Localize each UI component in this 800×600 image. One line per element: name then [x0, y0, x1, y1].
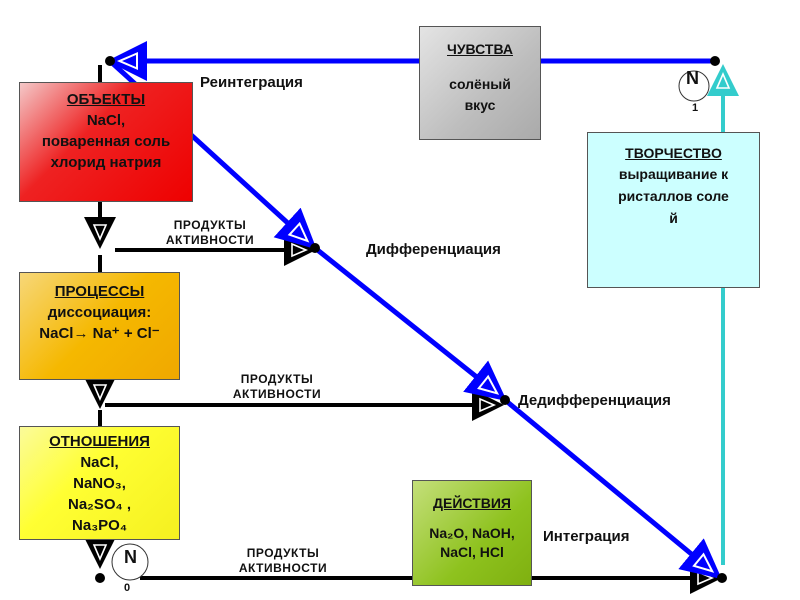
actions-box: ДЕЙСТВИЯ Na₂O, NaOH, NaCl, HCl — [412, 480, 532, 586]
n1-letter: N — [686, 68, 699, 88]
relations-line: Na₂SO₄ , — [68, 496, 131, 513]
node-dot — [717, 573, 727, 583]
creativity-title: ТВОРЧЕСТВО — [625, 145, 722, 161]
actions-title: ДЕЙСТВИЯ — [433, 495, 511, 511]
processes-box: ПРОЦЕССЫ диссоциация: NaCl→ Na⁺ + Cl⁻ — [19, 272, 180, 380]
objects-box: ОБЪЕКТЫ NaCl, поваренная соль хлорид нат… — [19, 82, 193, 202]
n0-letter: N — [124, 547, 137, 567]
creativity-box: ТВОРЧЕСТВО выращивание кристаллов солей — [587, 132, 760, 288]
actions-line-2: NaCl, HCl — [440, 544, 504, 560]
activity-products-label-3: ПРОДУКТЫ АКТИВНОСТИ — [238, 546, 328, 575]
n0-sub: 0 — [124, 582, 131, 594]
node-dot — [310, 243, 320, 253]
activity-products-label-2: ПРОДУКТЫ АКТИВНОСТИ — [232, 372, 322, 401]
diagonal-2 — [313, 246, 507, 402]
feelings-box: ЧУВСТВА солёный вкус — [419, 26, 541, 140]
relations-line: NaCl, — [80, 454, 119, 471]
processes-title: ПРОЦЕССЫ — [54, 283, 145, 300]
objects-text: поваренная соль хлорид натрия — [41, 133, 171, 171]
processes-text-2: NaCl→ Na⁺ + Cl⁻ — [39, 325, 160, 342]
node-dot — [710, 56, 720, 66]
node-dot — [500, 395, 510, 405]
activity-products-label-1: ПРОДУКТЫ АКТИВНОСТИ — [165, 218, 255, 247]
integration-label: Интеграция — [543, 528, 630, 545]
actions-line-1: Na₂O, NaOH, — [429, 525, 515, 541]
objects-overlay: NaCl, — [86, 112, 126, 129]
node-dot — [95, 573, 105, 583]
relations-box: ОТНОШЕНИЯ NaCl, NaNO₃, Na₂SO₄ , Na₃PO₄ — [19, 426, 180, 540]
objects-title: ОБЪЕКТЫ — [66, 91, 146, 108]
relations-title: ОТНОШЕНИЯ — [49, 433, 150, 450]
diagonal-3 — [503, 398, 722, 580]
relations-line: Na₃PO₄ — [72, 517, 127, 534]
relations-line: NaNO₃, — [73, 475, 126, 492]
reintegration-label: Реинтеграция — [200, 74, 303, 91]
n1-sub: 1 — [692, 102, 699, 114]
creativity-text: выращивание кристаллов солей — [618, 166, 729, 226]
n1-circle — [678, 70, 710, 102]
feelings-text: солёный вкус — [449, 76, 511, 113]
differentiation-label: Дифференциация — [366, 241, 501, 258]
processes-text-1: диссоциация: — [47, 304, 152, 321]
dedifferentiation-label: Дедифференциация — [518, 392, 671, 409]
n0-circle — [111, 543, 149, 581]
feelings-title: ЧУВСТВА — [447, 41, 513, 57]
node-dot — [105, 56, 115, 66]
